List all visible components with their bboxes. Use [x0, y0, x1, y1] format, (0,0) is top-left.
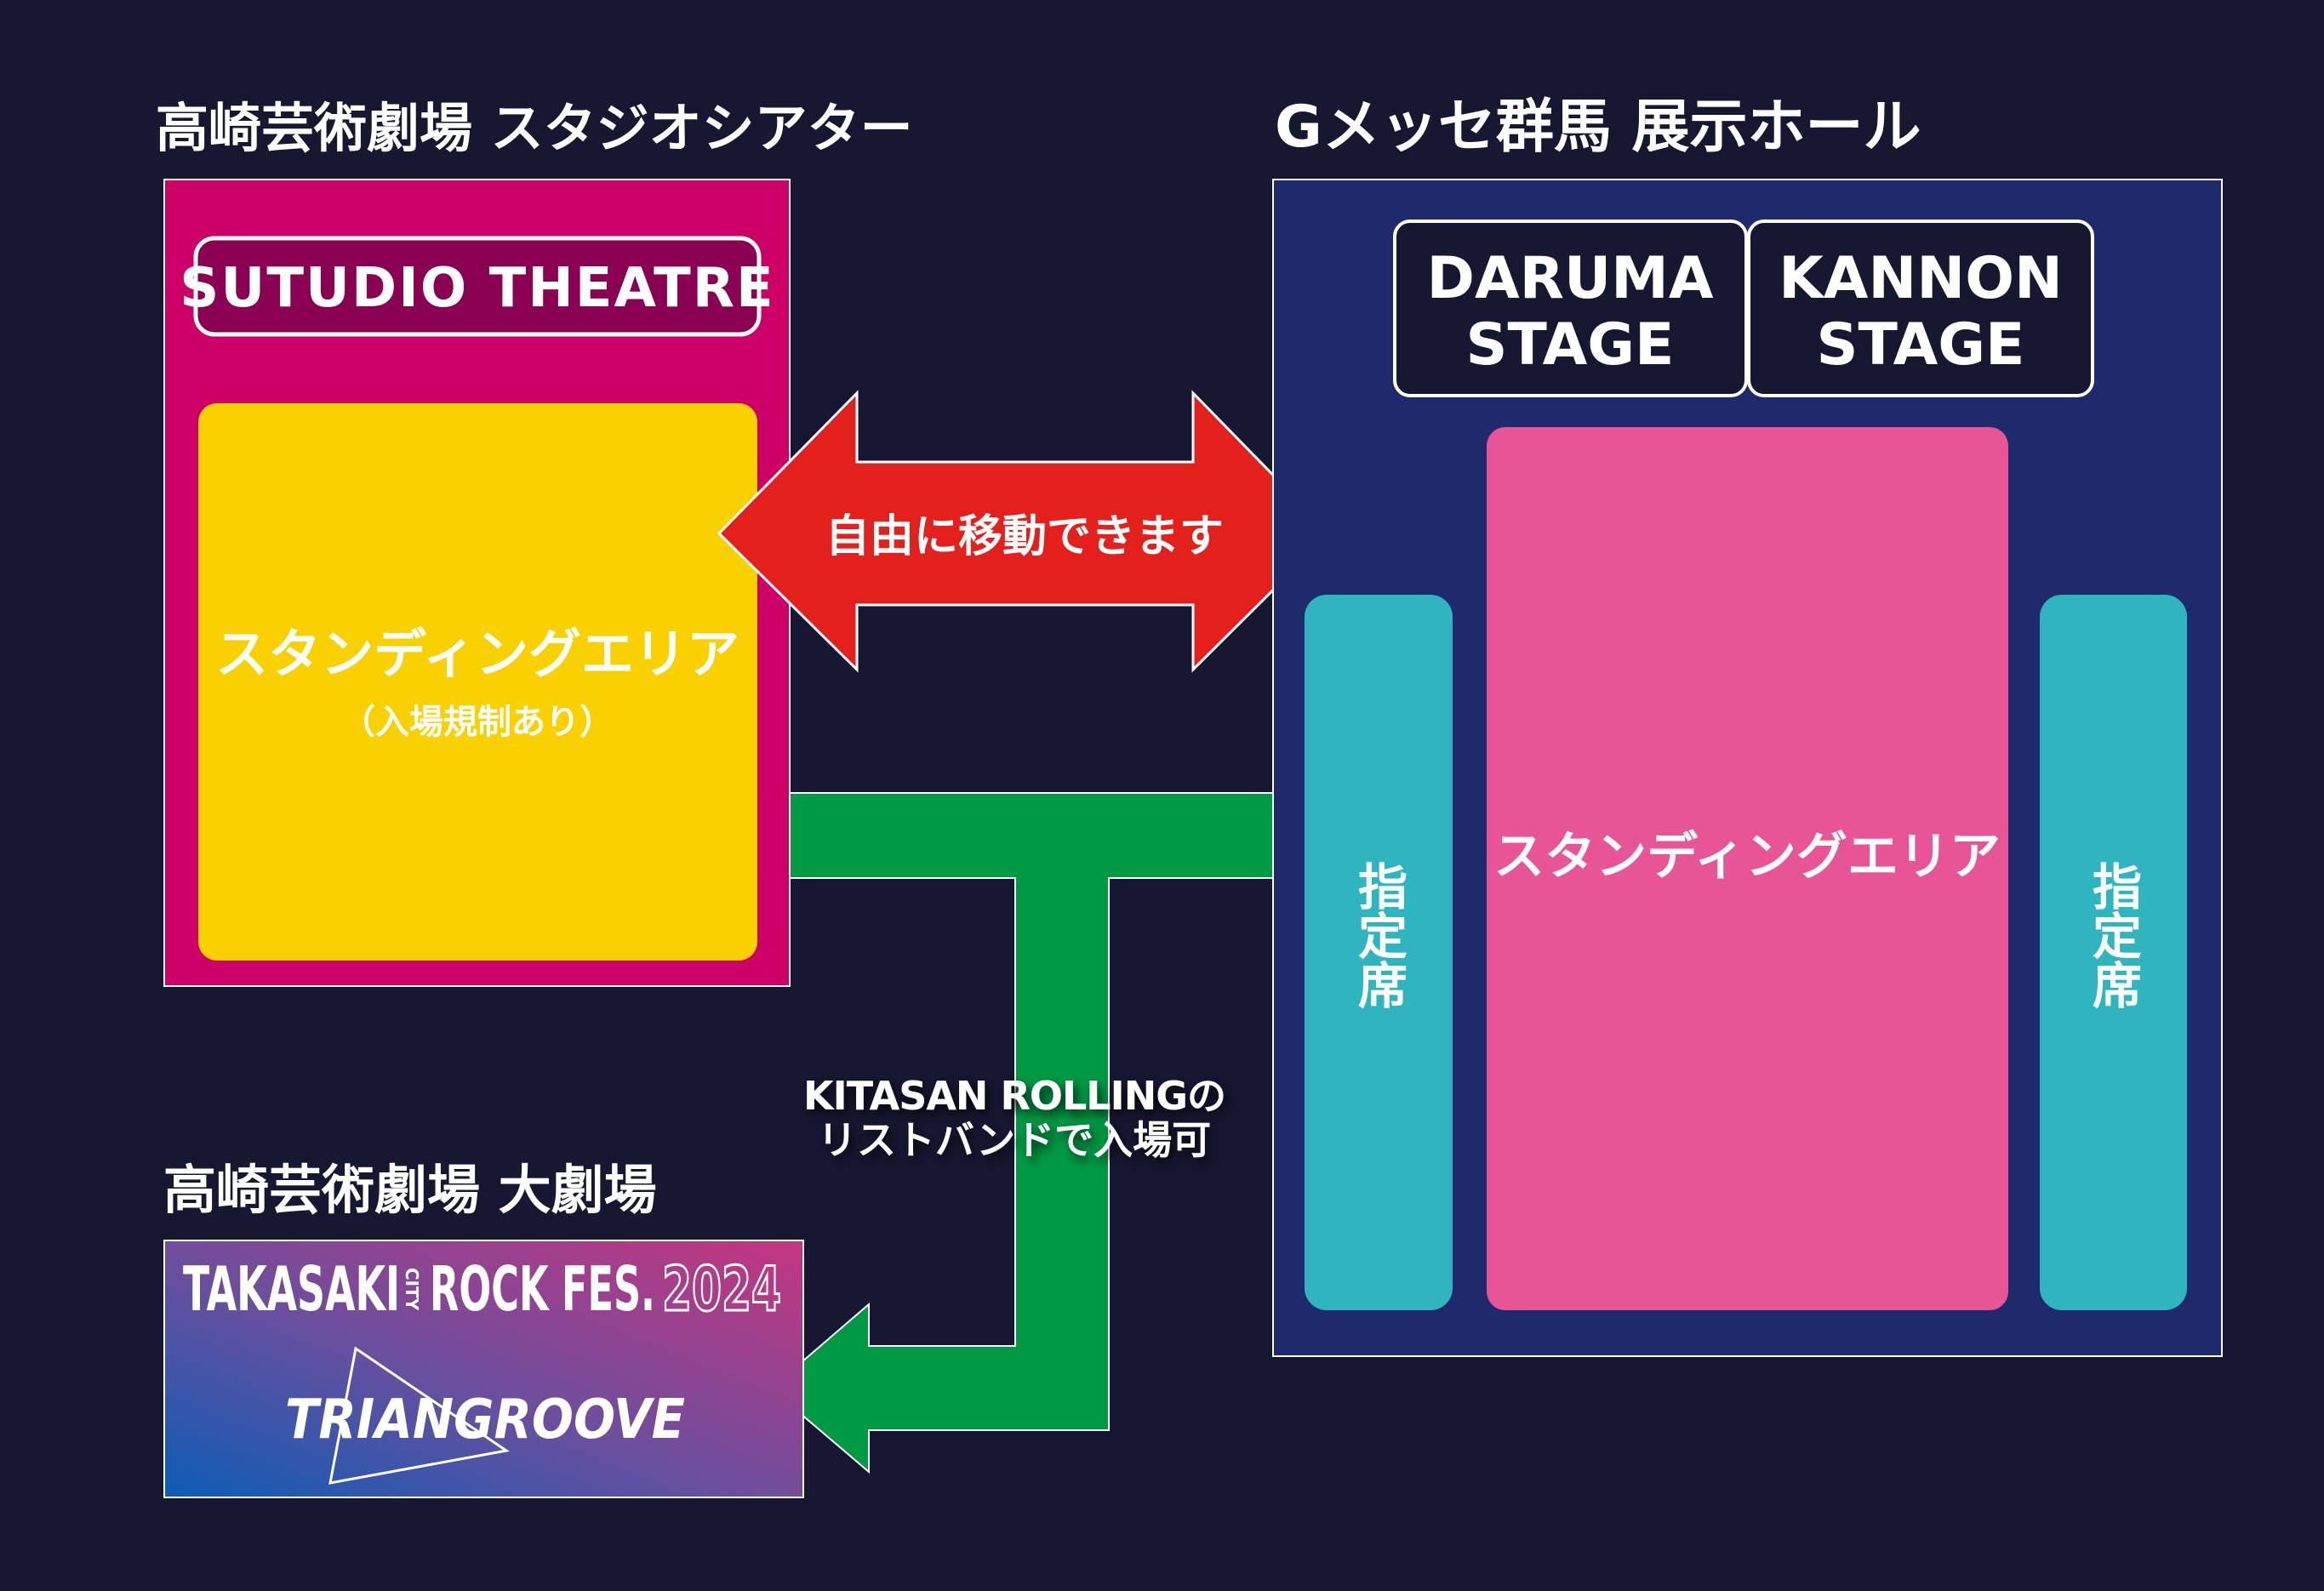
reserved-seats-right: [2040, 595, 2187, 1310]
studio-stage-label: [193, 236, 762, 337]
hall-standing-area: [1487, 427, 2008, 1310]
studio-theatre-area: SUTUDIO THEATRE スタンディングエリア （入場規制あり）: [163, 179, 791, 987]
wristband-line1: KITASAN ROLLINGの: [803, 1073, 1225, 1119]
reserved-seats-left: [1305, 595, 1453, 1310]
move-freely-label: 自由に移動できます: [825, 511, 1224, 562]
studio-standing-note: （入場規制あり）: [341, 703, 614, 742]
studio-stage-text: SUTUDIO THEATRE: [180, 257, 774, 320]
wristband-line2: リストバンドで入場可: [818, 1117, 1211, 1163]
logo-rockfes: ROCK FES.: [430, 1253, 655, 1325]
logo-year: 2024: [662, 1253, 781, 1325]
festival-logo: TAKASAKI CITY ROCK FES. 2024 TRIANGROOVE: [163, 1240, 804, 1498]
daruma-stage: [1393, 220, 1748, 397]
reserved-seats-right-label: 指定席: [2084, 861, 2142, 1009]
wristband-path-arrow: [769, 792, 1274, 1474]
daruma-stage-line1: DARUMA: [1427, 245, 1714, 312]
studio-standing-area: [198, 403, 757, 961]
exhibition-hall-area: DARUMA STAGE KANNON STAGE スタンディングエリア 指定席…: [1272, 179, 2223, 1357]
logo-triangroove: TRIANGROOVE: [285, 1389, 685, 1451]
studio-standing-label: スタンディングエリア: [215, 623, 739, 685]
logo-city: CITY: [402, 1268, 422, 1311]
kannon-stage-line1: KANNON: [1779, 245, 2063, 312]
kannon-stage-line2: STAGE: [1817, 311, 2025, 379]
main-hall-title: 高崎芸術劇場 大劇場: [163, 1159, 657, 1221]
reserved-seats-left-label: 指定席: [1350, 861, 1408, 1009]
hall-standing-label: スタンディングエリア: [1493, 827, 2001, 887]
daruma-stage-line2: STAGE: [1466, 311, 1675, 379]
studio-title: 高崎芸術劇場 スタジオシアター: [156, 97, 913, 159]
hall-title: Gメッセ群馬 展示ホール: [1275, 94, 1921, 161]
logo-triangle-outline: [328, 1346, 510, 1485]
logo-takasaki: TAKASAKI: [183, 1253, 400, 1325]
kannon-stage: [1747, 220, 2094, 397]
